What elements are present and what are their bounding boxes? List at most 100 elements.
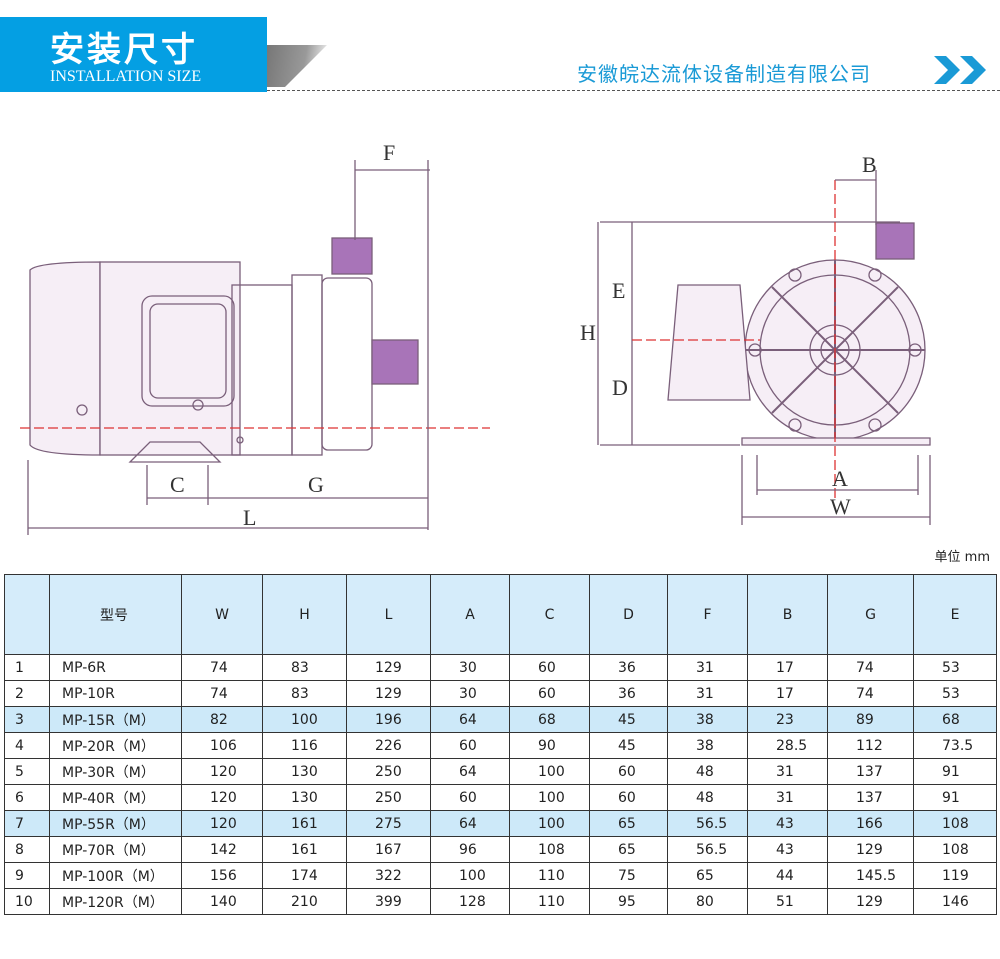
- installation-drawing: F C G L B E H D A W: [20, 140, 931, 535]
- value-cell: 48: [667, 758, 748, 785]
- value-cell: 196: [346, 706, 431, 733]
- value-cell: 399: [346, 888, 431, 915]
- value-cell: 45: [589, 706, 668, 733]
- column-header: F: [667, 574, 748, 655]
- section-title: 安装尺寸: [50, 30, 198, 70]
- value-cell: 65: [589, 836, 668, 863]
- value-cell: 100: [262, 706, 347, 733]
- row-index: 5: [4, 758, 50, 785]
- value-cell: 161: [262, 810, 347, 837]
- value-cell: 130: [262, 758, 347, 785]
- value-cell: 53: [913, 654, 997, 681]
- value-cell: 51: [747, 888, 828, 915]
- column-header: W: [181, 574, 263, 655]
- value-cell: 90: [509, 732, 590, 759]
- company-name: 安徽皖达流体设备制造有限公司: [577, 62, 871, 86]
- row-index: 7: [4, 810, 50, 837]
- value-cell: 137: [827, 784, 914, 811]
- value-cell: 108: [913, 836, 997, 863]
- value-cell: 275: [346, 810, 431, 837]
- model-cell: MP-15R（M）: [49, 706, 182, 733]
- column-header: C: [509, 574, 590, 655]
- front-view: [597, 170, 931, 525]
- value-cell: 119: [913, 862, 997, 889]
- value-cell: 129: [346, 654, 431, 681]
- value-cell: 31: [747, 784, 828, 811]
- dim-label-d: D: [612, 375, 628, 400]
- value-cell: 226: [346, 732, 431, 759]
- column-header: 型号: [49, 574, 182, 655]
- row-index: 3: [4, 706, 50, 733]
- value-cell: 43: [747, 810, 828, 837]
- value-cell: 91: [913, 758, 997, 785]
- value-cell: 73.5: [913, 732, 997, 759]
- value-cell: 43: [747, 836, 828, 863]
- side-view: [20, 160, 490, 535]
- value-cell: 89: [827, 706, 914, 733]
- value-cell: 36: [589, 680, 668, 707]
- value-cell: 53: [913, 680, 997, 707]
- value-cell: 68: [913, 706, 997, 733]
- row-index: 1: [4, 654, 50, 681]
- value-cell: 110: [509, 862, 590, 889]
- value-cell: 130: [262, 784, 347, 811]
- value-cell: 60: [589, 784, 668, 811]
- value-cell: 44: [747, 862, 828, 889]
- value-cell: 106: [181, 732, 263, 759]
- value-cell: 31: [747, 758, 828, 785]
- value-cell: 174: [262, 862, 347, 889]
- column-header: G: [827, 574, 914, 655]
- column-header: E: [913, 574, 997, 655]
- value-cell: 83: [262, 680, 347, 707]
- value-cell: 161: [262, 836, 347, 863]
- value-cell: 74: [181, 654, 263, 681]
- value-cell: 100: [509, 758, 590, 785]
- value-cell: 137: [827, 758, 914, 785]
- value-cell: 30: [430, 680, 510, 707]
- model-cell: MP-100R（M）: [49, 862, 182, 889]
- column-header: L: [346, 574, 431, 655]
- value-cell: 64: [430, 758, 510, 785]
- row-index: 9: [4, 862, 50, 889]
- value-cell: 120: [181, 810, 263, 837]
- value-cell: 74: [181, 680, 263, 707]
- value-cell: 23: [747, 706, 828, 733]
- value-cell: 28.5: [747, 732, 828, 759]
- column-header: A: [430, 574, 510, 655]
- divider: [267, 90, 1000, 91]
- column-header: D: [589, 574, 668, 655]
- value-cell: 146: [913, 888, 997, 915]
- value-cell: 65: [667, 862, 748, 889]
- value-cell: 145.5: [827, 862, 914, 889]
- model-cell: MP-20R（M）: [49, 732, 182, 759]
- value-cell: 100: [430, 862, 510, 889]
- model-cell: MP-40R（M）: [49, 784, 182, 811]
- value-cell: 83: [262, 654, 347, 681]
- value-cell: 142: [181, 836, 263, 863]
- dim-label-c: C: [170, 472, 185, 497]
- value-cell: 80: [667, 888, 748, 915]
- row-index: 4: [4, 732, 50, 759]
- value-cell: 140: [181, 888, 263, 915]
- double-chevron-icon: [934, 56, 986, 84]
- model-cell: MP-6R: [49, 654, 182, 681]
- value-cell: 38: [667, 732, 748, 759]
- value-cell: 210: [262, 888, 347, 915]
- value-cell: 74: [827, 654, 914, 681]
- value-cell: 112: [827, 732, 914, 759]
- value-cell: 128: [430, 888, 510, 915]
- row-index: 8: [4, 836, 50, 863]
- value-cell: 120: [181, 758, 263, 785]
- value-cell: 56.5: [667, 836, 748, 863]
- value-cell: 91: [913, 784, 997, 811]
- model-cell: MP-120R（M）: [49, 888, 182, 915]
- value-cell: 56.5: [667, 810, 748, 837]
